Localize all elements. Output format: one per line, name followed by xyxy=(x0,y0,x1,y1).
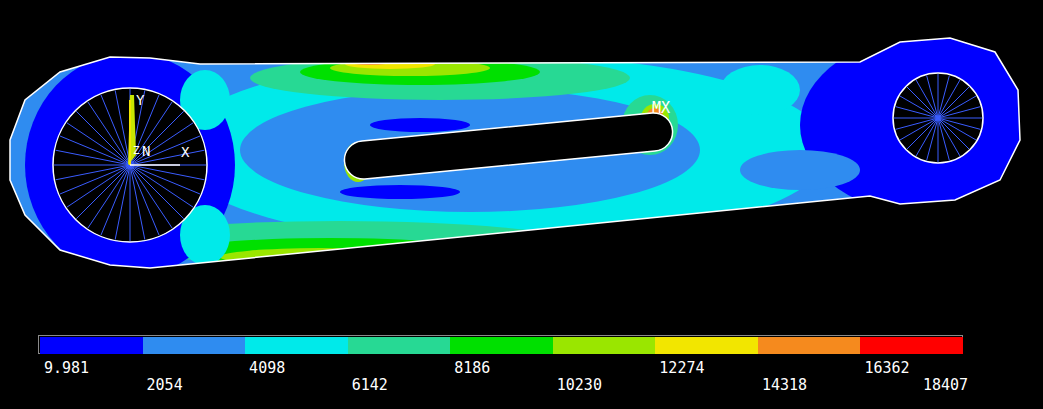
mesh-spoke xyxy=(916,80,938,118)
legend-value: 16362 xyxy=(864,360,909,376)
legend-value: 14318 xyxy=(762,377,807,393)
mesh-spoke xyxy=(938,118,982,119)
mesh-spoke xyxy=(67,123,130,165)
legend-value: 4098 xyxy=(249,360,285,376)
legend-value: 12274 xyxy=(659,360,704,376)
mesh-spoke xyxy=(130,165,145,240)
mesh-spoke xyxy=(76,165,130,219)
mesh-spoke xyxy=(130,111,184,165)
mesh-spoke xyxy=(60,165,130,194)
legend-value: 18407 xyxy=(923,377,968,393)
mesh-spoke xyxy=(130,102,172,165)
legend-swatch xyxy=(655,337,758,354)
legend-swatch xyxy=(553,337,656,354)
legend-swatch xyxy=(450,337,553,354)
mesh-spoke xyxy=(938,118,939,162)
mesh-spoke xyxy=(76,111,130,165)
mesh-spoke xyxy=(101,95,130,165)
mesh-spoke xyxy=(88,165,130,228)
mesh-spoke xyxy=(938,107,981,118)
legend-swatch xyxy=(245,337,348,354)
legend-swatch xyxy=(758,337,861,354)
axis-label: Y xyxy=(136,92,144,108)
mesh-spoke xyxy=(130,150,205,165)
node-marker: N xyxy=(142,143,150,159)
max-marker: MX xyxy=(652,100,670,116)
mesh-spoke xyxy=(130,165,131,241)
legend-swatch xyxy=(860,337,963,354)
mesh-spoke xyxy=(54,165,130,166)
legend-swatch xyxy=(348,337,451,354)
mesh-spoke xyxy=(130,165,206,166)
legend-value: 10230 xyxy=(557,377,602,393)
mesh-spoke xyxy=(894,118,938,119)
legend-swatch xyxy=(40,337,143,354)
legend-swatch xyxy=(143,337,246,354)
mesh-spoke xyxy=(938,96,976,118)
mesh-spoke xyxy=(938,118,960,156)
legend-value: 8186 xyxy=(454,360,490,376)
mesh-spoke xyxy=(130,136,200,165)
mesh-spoke xyxy=(130,89,131,165)
mesh-spoke xyxy=(130,165,159,235)
legend-value: 9.981 xyxy=(44,360,89,376)
legend-value: 2054 xyxy=(147,377,183,393)
mesh-spoke xyxy=(900,118,938,140)
legend-value: 6142 xyxy=(352,377,388,393)
mesh-spoke xyxy=(938,74,939,118)
mesh-spoke xyxy=(927,75,938,118)
mesh-spoke xyxy=(55,165,130,180)
axis-label: Z xyxy=(133,143,140,159)
mesh-spoke xyxy=(130,165,193,207)
mesh-spoke xyxy=(115,90,130,165)
mesh-spoke xyxy=(938,118,949,161)
mesh-spoke xyxy=(895,118,938,129)
mesh-spoke xyxy=(130,165,184,219)
axis-label: X xyxy=(181,144,189,160)
